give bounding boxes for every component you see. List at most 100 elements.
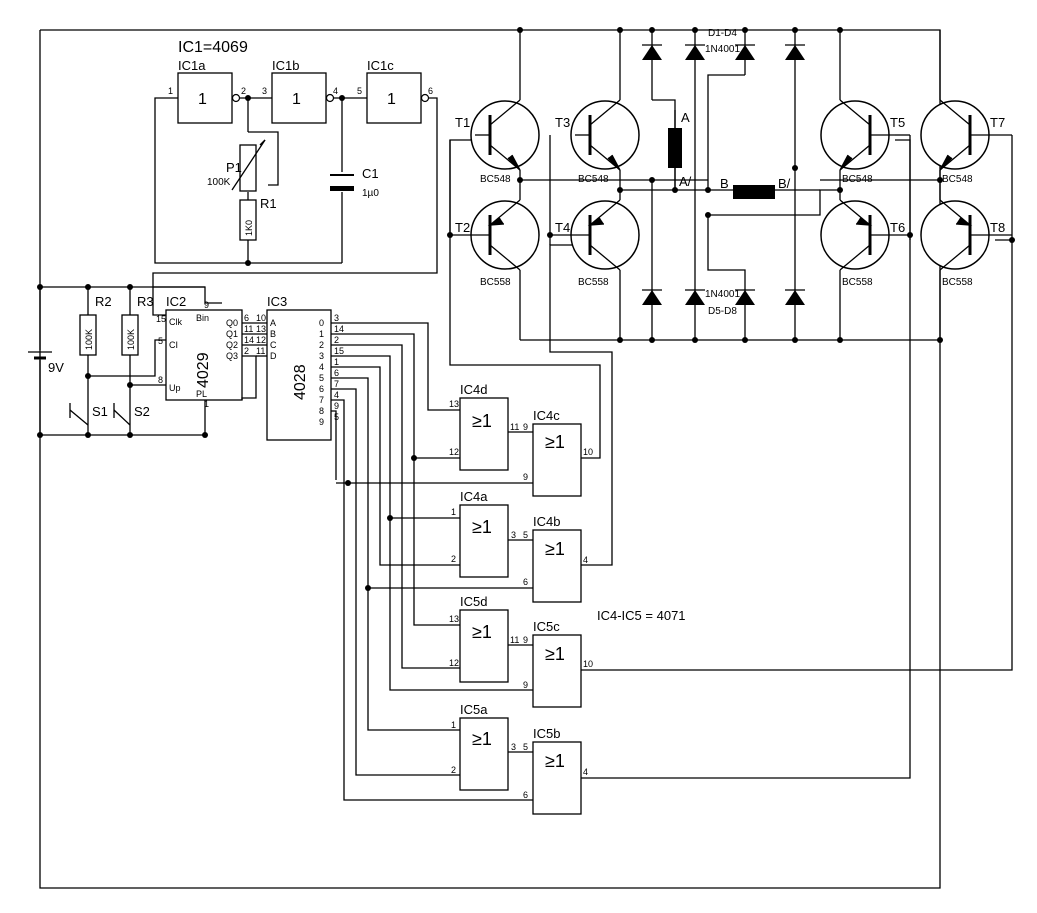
ic4b-pin-5: 5	[523, 530, 528, 540]
coil-b: B B/	[720, 176, 791, 199]
ic3-out-5: 5	[319, 373, 324, 383]
diodes-top: D1-D4 1N4001	[642, 28, 805, 290]
potentiometer-p1: P1 100K	[207, 139, 266, 192]
transistor-t8: T8 BC558	[920, 170, 1015, 288]
ic2-clk: Clk	[169, 317, 182, 327]
ic4b-pin-4: 4	[583, 555, 588, 565]
transistor-t6: T6 BC558	[820, 170, 913, 288]
ic4d-symbol: ≥1	[472, 411, 492, 431]
ic5c-symbol: ≥1	[545, 644, 565, 664]
switch-s2: S2	[113, 403, 150, 426]
ic1-pin-3: 3	[262, 86, 267, 96]
ic4c-label: IC4c	[533, 408, 560, 423]
ic5b-label: IC5b	[533, 726, 560, 741]
d-top-part: 1N4001	[705, 44, 740, 55]
bridge-rails	[517, 27, 943, 343]
ic4a-symbol: ≥1	[472, 517, 492, 537]
decoder-bus-wiring	[331, 322, 533, 801]
t6-label: T6	[890, 220, 905, 235]
coil-a: A A/	[668, 110, 692, 190]
c1-label: C1	[362, 166, 379, 181]
ic5d-symbol: ≥1	[472, 622, 492, 642]
ic3-pin-7: 4	[334, 390, 339, 400]
ic2-q2: Q2	[226, 340, 238, 350]
ic3-pin-1: 14	[334, 324, 344, 334]
gate-ic4d: ≥1 IC4d 13 12 11	[449, 382, 533, 471]
ic1b-symbol: 1	[292, 91, 301, 108]
ic5d-pin-11: 11	[510, 635, 519, 645]
ic4a-pin-3: 3	[511, 530, 516, 540]
battery-label: 9V	[48, 360, 64, 375]
ic2-num-pl: 1	[204, 399, 209, 409]
ic2-num-ci: 5	[158, 336, 163, 346]
ic1c-label: IC1c	[367, 58, 394, 73]
t2-part: BC558	[480, 277, 511, 288]
ic5c-pin-8: 9	[523, 680, 528, 690]
ic2-bin: Bin	[196, 313, 209, 323]
ic2-pl: PL	[196, 389, 207, 399]
ic3-pin-0: 3	[334, 313, 339, 323]
t6-part: BC558	[842, 277, 873, 288]
ic4d-pin-11: 11	[510, 422, 519, 432]
ic5a-pin-2: 2	[451, 765, 456, 775]
ic2-label: IC2	[166, 294, 186, 309]
ic3-out-6: 6	[319, 384, 324, 394]
ic4b-symbol: ≥1	[545, 539, 565, 559]
transistor-t4: T4 BC558	[547, 170, 640, 288]
ic2-out-pin-0: 6	[244, 313, 249, 323]
ic3-out-7: 7	[319, 395, 324, 405]
ic2-part: 4029	[195, 352, 212, 388]
ic5a-pin-1: 1	[451, 720, 456, 730]
ic5d-pin-12: 12	[449, 658, 459, 668]
ic2-ci: CI	[169, 340, 178, 350]
ic2-q1: Q1	[226, 329, 238, 339]
switch-s1: S1	[69, 403, 108, 426]
ic2-up: Up	[169, 383, 181, 393]
gate-ic5a: ≥1 IC5a 1 2 3	[451, 702, 533, 791]
coil-wiring	[517, 165, 943, 218]
ic4a-pin-2: 2	[451, 554, 456, 564]
transistor-t1: T1 BC548	[455, 99, 540, 185]
capacitor-c1: C1 1µ0	[330, 166, 379, 199]
gate-ic4a: ≥1 IC4a 1 2 3	[451, 489, 533, 578]
ic5c-label: IC5c	[533, 619, 560, 634]
ic2-input-wiring	[37, 284, 222, 438]
ic5c-pin-10: 10	[583, 659, 593, 669]
ic1-pin-5: 5	[357, 86, 362, 96]
ic4b-pin-6: 6	[523, 577, 528, 587]
ic3-pin-5: 6	[334, 368, 339, 378]
ic3-out-9: 9	[319, 417, 324, 427]
resistor-r1: R1 1K0	[239, 196, 277, 241]
d-top-label: D1-D4	[708, 28, 737, 39]
ic5c-pin-9: 9	[523, 635, 528, 645]
d-bot-part: 1N4001	[705, 289, 740, 300]
resistor-r2: R2 100K	[79, 284, 112, 438]
ic3-pin-6: 7	[334, 379, 339, 389]
ic5a-symbol: ≥1	[472, 729, 492, 749]
ic3-out-1: 1	[319, 329, 324, 339]
t5-label: T5	[890, 115, 905, 130]
ic3-out-8: 8	[319, 406, 324, 416]
r2-label: R2	[95, 294, 112, 309]
ic3-label: IC3	[267, 294, 287, 309]
t1-part: BC548	[480, 174, 511, 185]
p1-value: 100K	[207, 177, 231, 188]
transistor-t2: T2 BC558	[447, 170, 540, 288]
ic5a-label: IC5a	[460, 702, 488, 717]
gates-note: IC4-IC5 = 4071	[597, 608, 686, 623]
ic5b-pin-6: 6	[523, 790, 528, 800]
ic3-pin-2: 2	[334, 335, 339, 345]
r2-value: 100K	[84, 329, 94, 350]
ic4d-label: IC4d	[460, 382, 487, 397]
ic1a-label: IC1a	[178, 58, 206, 73]
coil-a-end: A/	[679, 174, 692, 189]
ic4c-pin-9: 9	[523, 422, 528, 432]
t8-label: T8	[990, 220, 1005, 235]
ic3-in-d: D	[270, 351, 277, 361]
s1-label: S1	[92, 404, 108, 419]
ic4a-pin-1: 1	[451, 507, 456, 517]
ic1-pin-1: 1	[168, 86, 173, 96]
ic1-pin-6: 6	[428, 86, 433, 96]
ic2-q3: Q3	[226, 351, 238, 361]
